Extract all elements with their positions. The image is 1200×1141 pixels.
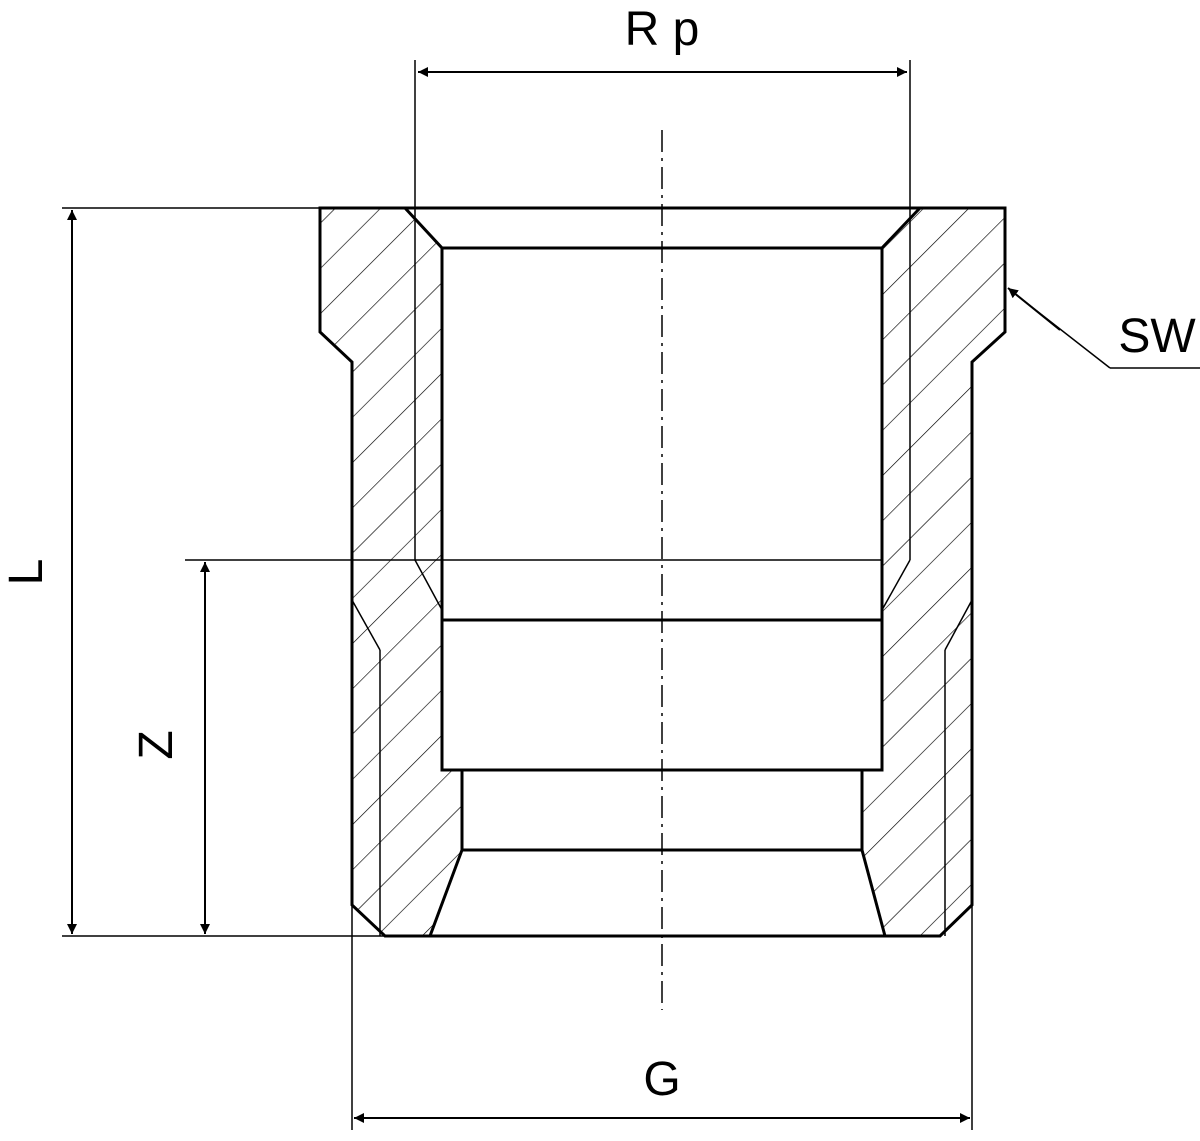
sw-label: SW <box>1118 310 1196 363</box>
g-label: G <box>643 1053 680 1106</box>
z-label: Z <box>130 730 183 759</box>
l-label: L <box>0 559 53 586</box>
right-wall-section <box>860 206 1007 938</box>
sw-leader-arrow <box>1007 287 1061 331</box>
left-wall-section <box>318 206 464 938</box>
rp-label: R p <box>625 3 700 56</box>
extension-lines <box>62 60 1200 1130</box>
